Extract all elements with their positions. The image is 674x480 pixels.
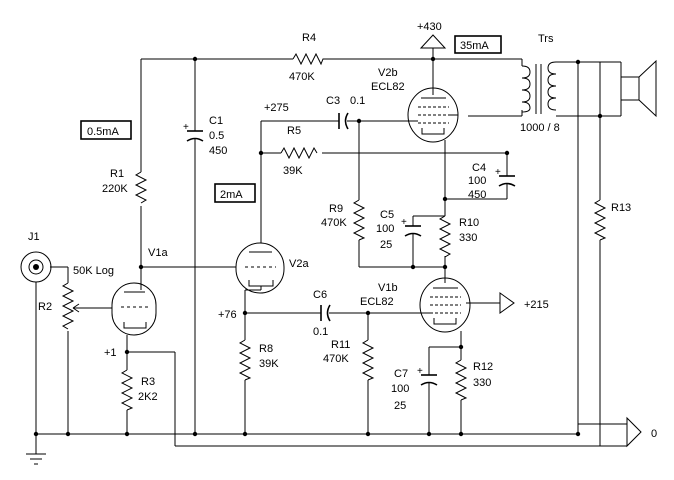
resistor-r11 [361,339,375,381]
label-current-35ma: 35mA [460,40,489,52]
supply-430-arrow [419,34,447,49]
label-pot-value: 50K Log [73,265,114,277]
label-ecl82-bottom: ECL82 [360,296,394,308]
junction-dots [33,56,603,437]
svg-text:+: + [417,366,423,377]
label-v2a: V2a [289,258,309,270]
label-r11-value: 470K [323,353,349,365]
label-r2: R2 [38,301,52,313]
label-r4-value: 470K [289,71,315,83]
svg-text:+: + [495,167,501,178]
label-r10: R10 [459,217,479,229]
label-plus-1: +1 [104,347,117,359]
arrows [419,34,642,448]
label-c5: C5 [380,209,394,221]
resistor-r10 [438,215,452,258]
label-current-05ma: 0.5mA [87,126,119,138]
label-c7-value: 100 [391,383,409,395]
capacitor-c7: + [417,366,438,386]
label-transformer: Trs [538,33,554,45]
label-r4: R4 [302,32,316,44]
labels: R4 470K V2b ECL82 +430 35mA Trs 1000 / 8… [28,21,657,440]
capacitor-c5: + [401,217,422,237]
label-c3: C3 [326,95,340,107]
tubes [111,87,471,336]
resistor-r3 [120,369,134,411]
label-r12: R12 [473,361,493,373]
capacitor-c3 [338,112,349,130]
output-transformer [521,61,557,114]
label-c5-value: 100 [376,223,394,235]
label-c4-value: 100 [468,175,486,187]
label-ecl82-top: ECL82 [371,81,405,93]
label-r8: R8 [259,343,273,355]
label-c6: C6 [313,289,327,301]
resistor-r1 [134,171,148,204]
label-current-2ma: 2mA [220,189,243,201]
output-215-arrow [499,292,515,314]
resistor-r8 [238,339,252,381]
capacitor-c6 [320,304,331,322]
label-c1: C1 [209,115,223,127]
label-j1: J1 [28,231,40,243]
wires [35,48,627,454]
label-r5: R5 [287,125,301,137]
svg-text:+: + [401,217,407,228]
label-r11: R11 [331,339,350,351]
label-c7-voltage: 25 [394,400,406,412]
current-boxes [80,35,502,203]
resistors [61,52,607,411]
tube-v1b [419,277,471,333]
tube-v2a [235,242,285,294]
label-ratio: 1000 / 8 [520,122,560,134]
label-r3: R3 [141,376,155,388]
label-r13: R13 [611,202,631,214]
label-r9-value: 470K [321,217,347,229]
label-c5-voltage: 25 [380,239,392,251]
label-c1-value: 0.5 [209,130,224,142]
label-c4: C4 [472,162,486,174]
capacitor-c4: + [495,167,516,187]
label-c7: C7 [394,368,408,380]
resistor-r12 [454,359,468,401]
label-supply-76: +76 [218,309,237,321]
label-r1-value: 220K [102,183,128,195]
label-r12-value: 330 [473,377,491,389]
label-supply-275: +275 [264,102,289,114]
speaker-icon [620,59,657,118]
label-v2b: V2b [378,67,398,79]
label-v1a: V1a [148,247,168,259]
label-r10-value: 330 [459,232,477,244]
resistor-r5 [280,146,318,160]
ground-symbol [26,453,46,465]
label-c4-voltage: 450 [468,189,486,201]
input-jack-j1 [20,251,52,283]
label-r9: R9 [329,203,343,215]
resistor-r13 [593,199,607,241]
label-zero: 0 [651,428,657,440]
capacitors: + + + + [183,112,516,386]
resistor-r4 [292,52,325,66]
label-supply-215: +215 [524,299,549,311]
label-r3-value: 2K2 [138,391,158,403]
resistor-r9 [352,199,366,241]
label-v1b: V1b [378,282,398,294]
label-c6-value: 0.1 [313,326,328,338]
output-0-arrow [626,416,642,448]
potentiometer-wiper-arrow [72,303,81,313]
tube-v1a [111,282,157,336]
label-r1: R1 [110,168,124,180]
tube-v2b [407,87,459,143]
label-r8-value: 39K [259,358,279,370]
label-supply-430: +430 [417,21,442,33]
label-c3-value: 0.1 [350,95,365,107]
potentiometer-r2 [61,282,75,330]
svg-text:+: + [183,122,189,133]
label-r5-value: 39K [283,165,303,177]
capacitor-c1: + [183,122,204,142]
label-c1-voltage: 450 [209,145,227,157]
